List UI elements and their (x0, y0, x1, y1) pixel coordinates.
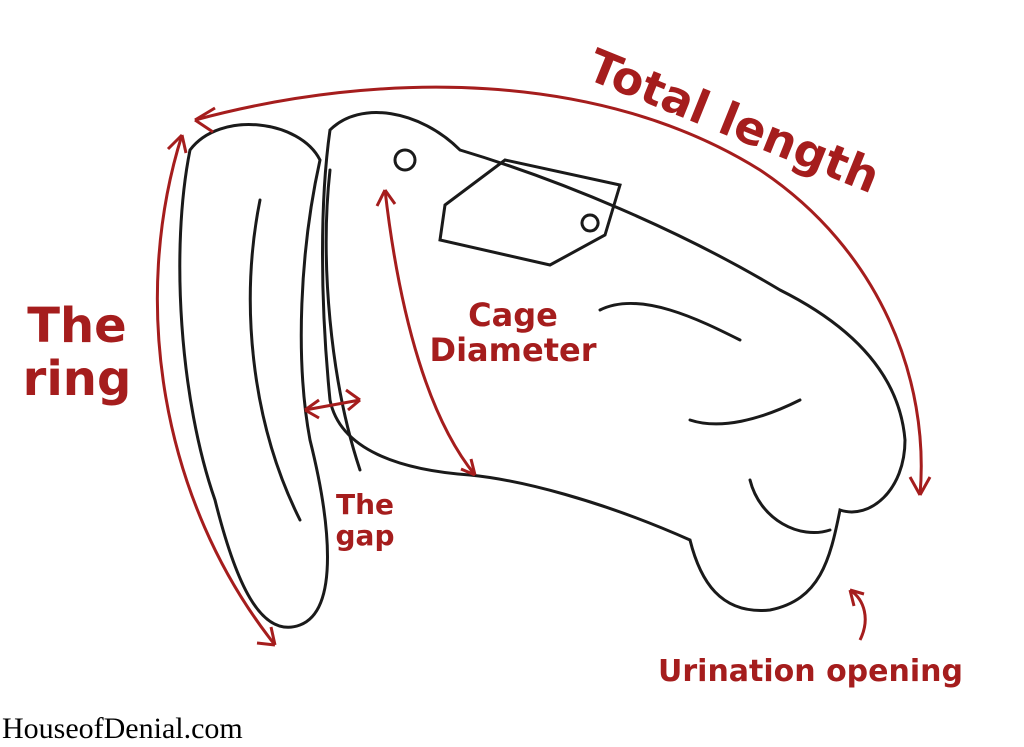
ring-outline (178, 123, 329, 629)
padlock (438, 158, 622, 267)
gap-label: The gap (335, 488, 395, 552)
total-length-arrow (194, 85, 923, 496)
annotation-arrows (155, 85, 932, 647)
urination-opening-label: Urination opening (658, 654, 963, 689)
watermark: HouseofDenial.com (2, 712, 243, 745)
lock-ring (393, 148, 417, 172)
cage-diameter-label: Cage Diameter (429, 296, 597, 370)
cage-body (321, 111, 907, 612)
ring-label: The ring (22, 298, 132, 407)
cage-head (598, 301, 832, 535)
gap-arrow (304, 398, 361, 412)
ring-inner (248, 168, 362, 522)
urination-arrow (849, 588, 867, 641)
cage-diameter-arrow (383, 189, 477, 476)
ring-arrow (155, 134, 277, 646)
